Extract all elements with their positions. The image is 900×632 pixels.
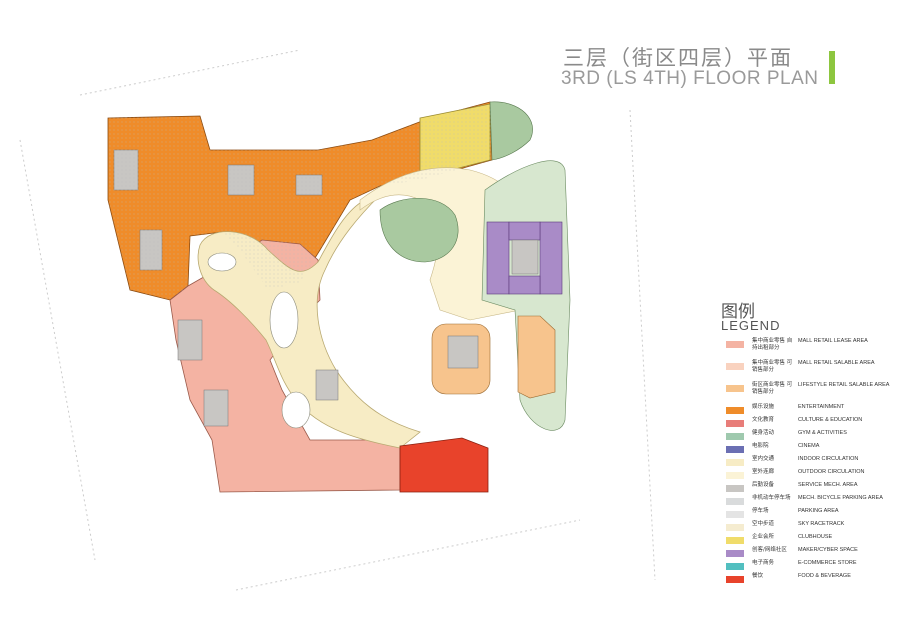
legend-label-cn: 室外连廊	[752, 469, 775, 475]
legend-swatch	[726, 341, 744, 348]
zone-garden-middle	[379, 197, 459, 263]
legend-heading-cn: 图例	[721, 302, 755, 322]
legend-label-en: E-COMMERCE STORE	[798, 560, 857, 566]
legend-heading-en: LEGEND	[721, 318, 781, 333]
legend-swatch	[726, 563, 744, 570]
legend-label-en: MALL RETAIL LEASE AREA	[798, 338, 868, 344]
legend-label-en: FOOD & BEVERAGE	[798, 573, 851, 579]
legend-item: 文化教育 CULTURE & EDUCATION	[726, 416, 896, 440]
page-title-en: 3RD (LS 4TH) FLOOR PLAN	[561, 68, 819, 89]
legend-label-en: ENTERTAINMENT	[798, 404, 845, 410]
legend-item: 室外连廊 OUTDOOR CIRCULATION	[726, 468, 896, 492]
legend-label-cn: 企业会所	[752, 534, 775, 540]
legend-label-cn: 室内交通	[752, 456, 775, 462]
legend-swatch	[726, 498, 744, 505]
legend-item: 电子商务 E-COMMERCE STORE	[726, 559, 896, 583]
legend-label-en: OUTDOOR CIRCULATION	[798, 469, 865, 475]
legend-label-cn: 停车场	[752, 508, 769, 514]
site-grid-markers	[19, 49, 656, 591]
legend-item: 集中商业零售 可销售部分 MALL RETAIL SALABLE AREA	[726, 359, 896, 383]
legend-item: 电影院 CINEMA	[726, 442, 896, 466]
legend-swatch	[726, 446, 744, 453]
legend-label-cn: 健身活动	[752, 430, 775, 436]
legend-label-cn: 街区商业零售 可销售部分	[752, 382, 793, 395]
legend-item: 企业会所 CLUBHOUSE	[726, 533, 896, 557]
legend-swatch	[726, 485, 744, 492]
legend-item: 娱乐设施 ENTERTAINMENT	[726, 403, 896, 427]
legend-swatch	[726, 459, 744, 466]
legend-label-en: INDOOR CIRCULATION	[798, 456, 859, 462]
legend-label-cn: 文化教育	[752, 417, 775, 423]
legend-swatch	[726, 420, 744, 427]
legend-label-en: CLUBHOUSE	[798, 534, 833, 540]
legend-label-cn: 非机动车停车场	[752, 495, 791, 501]
legend-swatch	[726, 524, 744, 531]
legend-item: 非机动车停车场 MECH. BICYCLE PARKING AREA	[726, 494, 896, 518]
legend-swatch	[726, 550, 744, 557]
legend-label-cn: 创客/网络社区	[752, 547, 787, 553]
legend-swatch	[726, 363, 744, 370]
legend-swatch	[726, 407, 744, 414]
legend-swatch	[726, 511, 744, 518]
legend-item: 集中商业零售 自持出租部分 MALL RETAIL LEASE AREA	[726, 337, 896, 361]
legend-label-en: MECH. BICYCLE PARKING AREA	[798, 495, 883, 501]
legend-item: 停车场 PARKING AREA	[726, 507, 896, 531]
legend-item: 创客/网络社区 MAKER/CYBER SPACE	[726, 546, 896, 570]
legend-swatch	[726, 433, 744, 440]
legend-label-en: SKY RACETRACK	[798, 521, 845, 527]
legend-item: 后勤设备 SERVICE MECH. AREA	[726, 481, 896, 505]
legend-label-cn: 集中商业零售 自持出租部分	[752, 338, 793, 351]
legend-item: 健身活动 GYM & ACTIVITIES	[726, 429, 896, 453]
legend-label-cn: 电影院	[752, 443, 769, 449]
page-title-cn: 三层（街区四层）平面	[563, 46, 793, 70]
zone-garden-north	[489, 101, 533, 161]
legend-item: 空中步道 SKY RACETRACK	[726, 520, 896, 544]
legend-swatch	[726, 472, 744, 479]
legend-item: 室内交通 INDOOR CIRCULATION	[726, 455, 896, 479]
legend-label-cn: 集中商业零售 可销售部分	[752, 360, 793, 373]
legend-item: 街区商业零售 可销售部分 LIFESTYLE RETAIL SALABLE ARE…	[726, 381, 896, 405]
legend-label-en: LIFESTYLE RETAIL SALABLE AREA	[798, 382, 890, 388]
zone-food-beverage	[399, 437, 489, 493]
legend-label-en: CINEMA	[798, 443, 820, 449]
title-accent-bar	[829, 51, 835, 84]
legend-label-cn: 电子商务	[752, 560, 775, 566]
legend-label-en: GYM & ACTIVITIES	[798, 430, 847, 436]
legend-label-cn: 餐饮	[752, 573, 764, 579]
legend-label-cn: 娱乐设施	[752, 404, 775, 410]
legend-label-cn: 空中步道	[752, 521, 775, 527]
legend-label-en: SERVICE MECH. AREA	[798, 482, 858, 488]
legend-label-en: MAKER/CYBER SPACE	[798, 547, 858, 553]
legend-swatch	[726, 576, 744, 583]
legend-label-en: CULTURE & EDUCATION	[798, 417, 863, 423]
legend-label-cn: 后勤设备	[752, 482, 775, 488]
legend-label-en: PARKING AREA	[798, 508, 839, 514]
zone-atria	[207, 252, 311, 429]
column-grid-overlay	[108, 102, 492, 300]
zone-maker-space	[486, 221, 563, 295]
legend-swatch	[726, 537, 744, 544]
legend-label-en: MALL RETAIL SALABLE AREA	[798, 360, 875, 366]
legend-item: 餐饮 FOOD & BEVERAGE	[726, 572, 896, 596]
legend-swatch	[726, 385, 744, 392]
